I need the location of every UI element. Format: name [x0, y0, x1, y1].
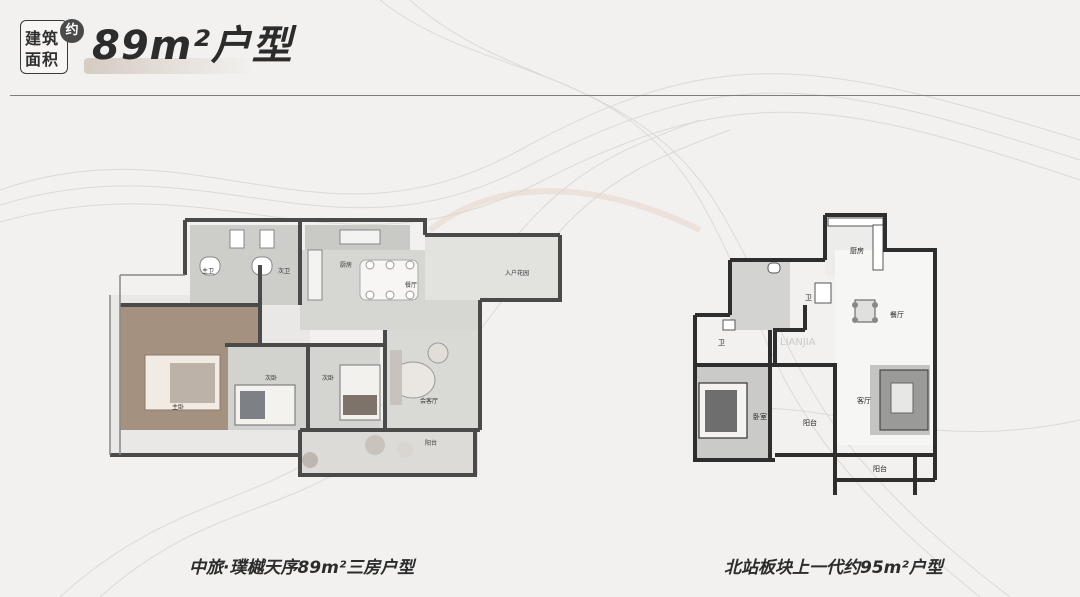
- room-kitchen-r: 厨房: [850, 246, 864, 255]
- badge-line2: 面积: [25, 50, 60, 69]
- room-entrance: 入户花园: [505, 269, 529, 277]
- room-bedroom-r: 卧室: [753, 412, 767, 421]
- badge-line1: 建筑: [25, 29, 60, 48]
- room-balcony-bottom: 阳台: [873, 464, 887, 473]
- room-bath: 卫: [718, 339, 725, 347]
- caption-right: 北站板块上一代约95m²户型: [724, 558, 943, 578]
- header-divider: [10, 95, 1080, 96]
- room-dining-r: 餐厅: [890, 310, 904, 319]
- caption-left: 中旅·璞樾天序89m²三房户型: [189, 558, 415, 578]
- room-bedroom3: 次卧: [322, 374, 334, 382]
- title-shadow: [84, 58, 254, 74]
- room-master-bath: 主卫: [202, 267, 214, 275]
- watermark: LIANJIA: [780, 337, 816, 348]
- approx-circle: 约: [60, 19, 84, 43]
- room-kitchen: 厨房: [340, 261, 352, 269]
- room-balcony-mid: 阳台: [803, 418, 817, 427]
- room-balcony: 阳台: [425, 439, 437, 447]
- floor-plan-right: 厨房 餐厅 卫 卫 卧室 阳台 客厅 阳台 LIANJIA: [693, 213, 937, 495]
- room-bedroom2: 次卧: [265, 374, 277, 382]
- room-master-bedroom: 主卧: [172, 403, 184, 411]
- room-living: 会客厅: [420, 397, 438, 405]
- room-secondary-bath: 次卫: [278, 267, 290, 275]
- room-dining: 餐厅: [405, 281, 417, 289]
- room-bath-small: 卫: [805, 294, 812, 302]
- floor-plan-left: 主卫 次卫 厨房 餐厅 入户花园 主卧 次卧 次卧 会客厅 阳台: [109, 218, 562, 477]
- page-title: 89m²户型: [92, 23, 293, 69]
- room-living-r: 客厅: [857, 396, 871, 405]
